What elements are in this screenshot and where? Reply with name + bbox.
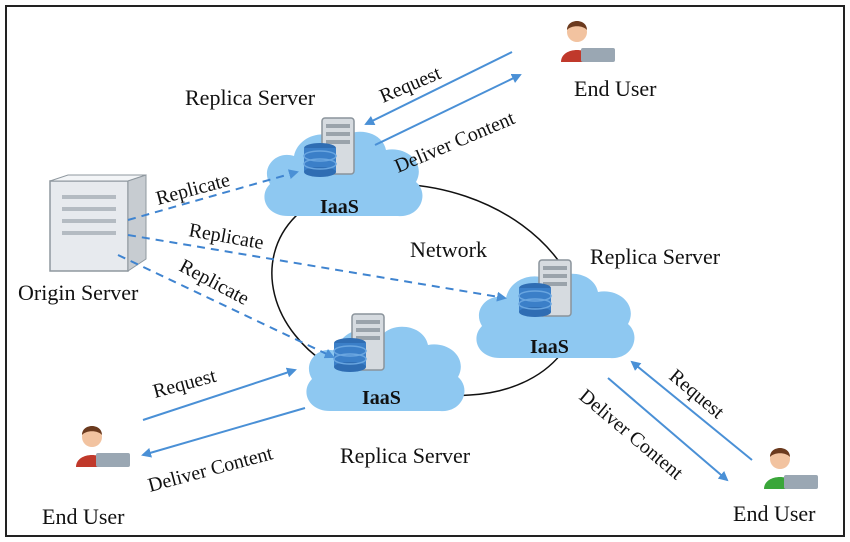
end-user-label-left: End User xyxy=(42,504,125,529)
deliver-arrow-top xyxy=(374,73,522,146)
replica-cloud-bottom: IaaS xyxy=(306,313,465,412)
user-green-icon xyxy=(764,448,818,489)
network-label: Network xyxy=(410,237,487,262)
user-red-icon xyxy=(76,426,130,467)
replica-title-top: Replica Server xyxy=(185,85,316,110)
replica-title-bottom: Replica Server xyxy=(340,443,471,468)
replicate-arrow-bottom xyxy=(117,254,335,359)
replicate-arrow-right xyxy=(127,234,507,302)
replica-cloud-right: IaaS xyxy=(476,259,635,359)
request-arrow-right xyxy=(630,360,753,461)
origin-server-icon xyxy=(49,174,147,272)
replicate-arrow-top xyxy=(127,169,299,221)
deliver-arrow-left xyxy=(141,407,306,458)
replica-title-right: Replica Server xyxy=(590,244,721,269)
iaas-label-bottom: IaaS xyxy=(362,387,401,409)
end-user-label-right: End User xyxy=(733,501,816,526)
iaas-label-top: IaaS xyxy=(320,196,359,218)
deliver-arrow-right xyxy=(607,377,729,482)
origin-server-label: Origin Server xyxy=(18,280,139,305)
user-red-icon xyxy=(561,21,615,62)
iaas-label-right: IaaS xyxy=(530,336,569,358)
network-ring xyxy=(271,183,579,397)
end-user-label-top: End User xyxy=(574,76,657,101)
request-arrow-left xyxy=(142,367,297,421)
request-arrow-top xyxy=(364,51,513,125)
replica-cloud-top: IaaS xyxy=(264,117,423,218)
